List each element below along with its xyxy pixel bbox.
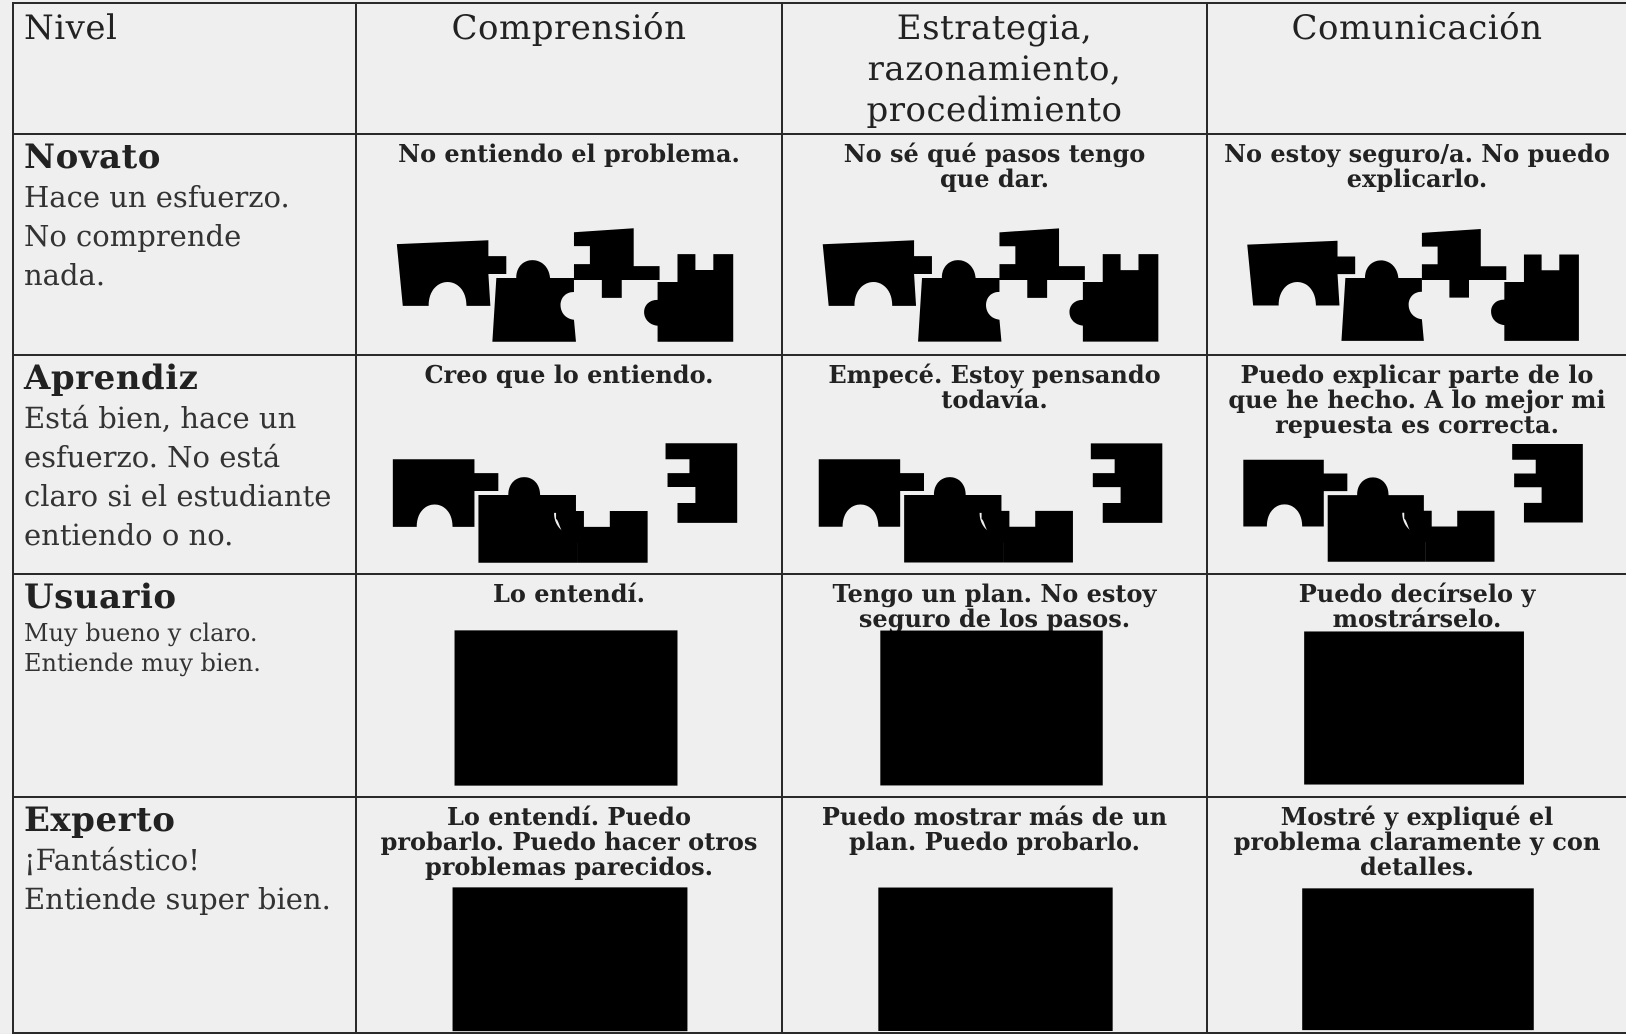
header-row: Nivel Comprensión Estrategia, razonamien… [12,2,1626,135]
radiant-puzzle-icon [822,887,1173,1031]
assembled-puzzle-icon [454,630,678,786]
scattered-puzzle-icon [396,228,734,342]
descriptor-text: No sé qué pasos tengo que dar. [843,139,1146,193]
rubric-table: Nivel Comprensión Estrategia, razonamien… [12,2,1626,1034]
header-comunicacion: Comunicación [1291,8,1543,48]
scattered-puzzle-icon [822,228,1159,342]
level-cell-usuario: Usuario Muy bueno y claro. Entiende muy … [12,573,357,798]
header-comprension: Comprensión [451,8,687,48]
descriptor-text: Puedo mostrar más de un plan. Puedo prob… [821,802,1168,856]
cell-usuario-estrategia: Tengo un plan. No estoy seguro de los pa… [781,573,1208,798]
descriptor-text: Mostré y expliqué el problema claramente… [1233,802,1601,881]
partial-puzzle-icon [818,443,1163,563]
cell-aprendiz-comprension: Creo que lo entiendo. [355,354,783,575]
cell-aprendiz-estrategia: Empecé. Estoy pensando todavía. [781,354,1208,575]
header-estrategia-cell: Estrategia, razonamiento, procedimiento [781,2,1208,135]
header-comprension-cell: Comprensión [355,2,783,135]
cell-usuario-comunicacion: Puedo decírselo y mostrárselo. [1206,573,1626,798]
level-cell-experto: Experto ¡Fantástico! Entiende super bien… [12,796,357,1034]
level-name: Aprendiz [24,358,199,398]
descriptor-text: Puedo explicar parte de lo que he hecho.… [1228,360,1606,439]
header-comunicacion-cell: Comunicación [1206,2,1626,135]
descriptor-text: Lo entendí. Puedo probarlo. Puedo hacer … [380,802,758,881]
descriptor-text: Lo entendí. [492,579,645,608]
level-name: Novato [24,137,161,177]
level-cell-novato: Novato Hace un esfuerzo. No comprende na… [12,133,357,356]
level-description: Está bien, hace un esfuerzo. No está cla… [24,401,332,552]
row-experto: Experto ¡Fantástico! Entiende super bien… [12,796,1626,1034]
descriptor-text: Empecé. Estoy pensando todavía. [828,360,1161,414]
cell-novato-comprension: No entiendo el problema. [355,133,783,356]
level-description: Muy bueno y claro. Entiende muy bien. [24,619,261,677]
cell-experto-comunicacion: Mostré y expliqué el problema claramente… [1206,796,1626,1034]
radiant-puzzle-icon [396,887,748,1032]
assembled-puzzle-icon [1304,631,1524,785]
descriptor-text: Puedo decírselo y mostrárselo. [1298,579,1536,633]
descriptor-text: Creo que lo entiendo. [424,360,714,389]
descriptor-text: No entiendo el problema. [398,139,740,168]
cell-aprendiz-comunicacion: Puedo explicar parte de lo que he hecho.… [1206,354,1626,575]
level-description: ¡Fantástico! Entiende super bien. [24,843,331,916]
partial-puzzle-icon [392,443,738,563]
assembled-puzzle-icon [880,630,1103,786]
partial-puzzle-icon [1243,444,1583,562]
header-estrategia: Estrategia, razonamiento, procedimiento [866,8,1123,130]
header-nivel: Nivel [24,8,118,48]
level-cell-aprendiz: Aprendiz Está bien, hace un esfuerzo. No… [12,354,357,575]
level-name: Experto [24,800,176,840]
row-usuario: Usuario Muy bueno y claro. Entiende muy … [12,573,1626,798]
radiant-puzzle-icon [1247,888,1593,1031]
row-novato: Novato Hace un esfuerzo. No comprende na… [12,133,1626,356]
cell-usuario-comprension: Lo entendí. [355,573,783,798]
scattered-puzzle-icon [1247,228,1579,341]
cell-experto-comprension: Lo entendí. Puedo probarlo. Puedo hacer … [355,796,783,1034]
cell-novato-comunicacion: No estoy seguro/a. No puedo explicarlo. [1206,133,1626,356]
header-nivel-cell: Nivel [12,2,357,135]
level-name: Usuario [24,577,177,617]
level-description: Hace un esfuerzo. No comprende nada. [24,180,290,292]
row-aprendiz: Aprendiz Está bien, hace un esfuerzo. No… [12,354,1626,575]
cell-experto-estrategia: Puedo mostrar más de un plan. Puedo prob… [781,796,1208,1034]
descriptor-text: Tengo un plan. No estoy seguro de los pa… [832,579,1157,633]
cell-novato-estrategia: No sé qué pasos tengo que dar. [781,133,1208,356]
descriptor-text: No estoy seguro/a. No puedo explicarlo. [1224,139,1610,193]
